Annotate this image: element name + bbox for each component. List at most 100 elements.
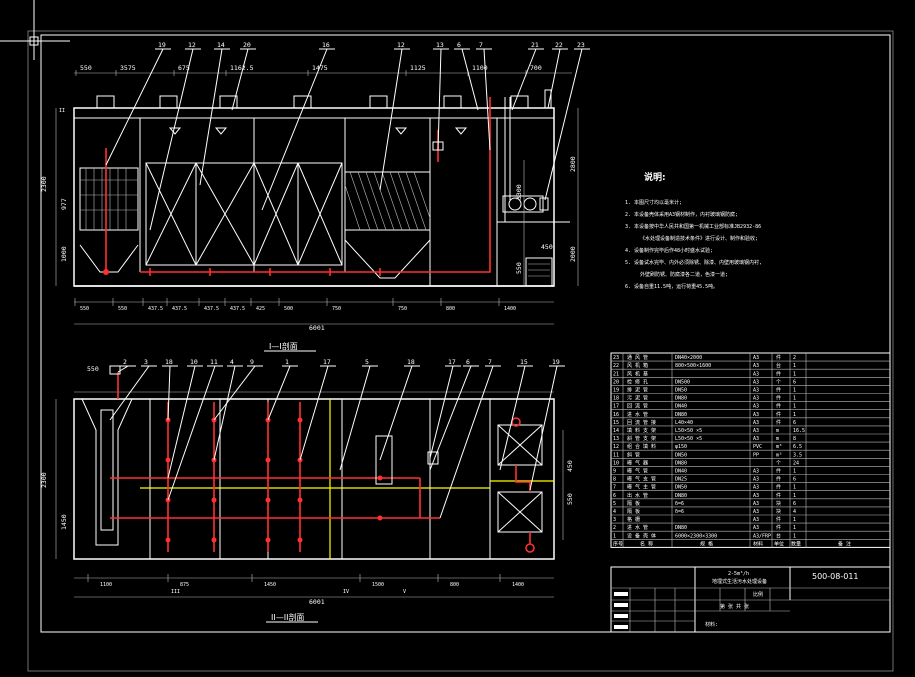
bom-row-number: 5 <box>613 501 616 507</box>
plan-callout-label: 4 <box>230 358 234 366</box>
bom-row-name: 填 料 支 架 <box>627 427 656 434</box>
bom-row-material: A3 <box>753 493 759 499</box>
bom-header-name: 名 称 <box>640 540 653 547</box>
overall-dim-2: 6001 <box>309 598 325 606</box>
bom-row-name: 设 备 壳 体 <box>627 532 656 539</box>
plan-callout-label: 5 <box>365 358 369 366</box>
plan-callout-label: 15 <box>520 358 528 366</box>
bom-row-unit: 件 <box>776 387 781 394</box>
material-label: 材料: <box>705 621 718 628</box>
callout-label: 20 <box>243 41 251 49</box>
bom-row-name: 斜 管 <box>627 451 640 458</box>
bottom-dimension: 750 <box>398 306 407 312</box>
top-dimension: 1475 <box>312 64 328 72</box>
bottom-dimension: 437.5 <box>204 306 219 312</box>
bom-row-quantity: 6 <box>793 477 796 483</box>
notes-title: 说明: <box>644 171 666 183</box>
callout-leader <box>267 365 291 421</box>
bom-row-name: 斜 管 支 架 <box>627 435 656 442</box>
bom-row-quantity: 1 <box>793 404 796 410</box>
bom-row-number: 14 <box>613 428 619 434</box>
bom-row-material: A3 <box>753 379 759 385</box>
callout-leader <box>429 365 472 471</box>
callout-leader <box>213 365 236 461</box>
bom-row-name: 隔 板 <box>627 500 640 507</box>
plan-bottom-dimension: 800 <box>450 582 459 588</box>
bom-row-quantity: 3.5 <box>793 452 802 458</box>
roman-bottom-3: V <box>403 589 406 595</box>
note-line: 4. 设备制作完毕后作48小时盛水试验; <box>625 247 713 254</box>
roman-top: II <box>59 108 65 114</box>
callout-leader <box>529 365 558 491</box>
callout-leader <box>199 48 223 186</box>
plan-bottom-dimension: 1100 <box>100 582 112 588</box>
callout-leader <box>547 48 561 109</box>
plan-callout-label: 2 <box>123 358 127 366</box>
bom-row-spec: δ=6 <box>675 509 684 515</box>
plan-callout-label: 6 <box>466 358 470 366</box>
callout-label: 21 <box>531 41 539 49</box>
outer-frame <box>27 30 894 672</box>
callout-leader <box>429 365 454 459</box>
plan-bottom-dimension: 875 <box>180 582 189 588</box>
top-dimension: 675 <box>178 64 190 72</box>
bom-row-number: 19 <box>613 388 619 394</box>
callout-leader <box>117 365 129 373</box>
callout-label: 12 <box>397 41 405 49</box>
callout-leader <box>544 48 583 201</box>
bom-row-number: 3 <box>613 517 616 523</box>
plan-callout-label: 18 <box>165 358 173 366</box>
callout-leader <box>167 365 216 501</box>
plan-callout-label: 10 <box>190 358 198 366</box>
bom-row-quantity: 6.5 <box>793 444 802 450</box>
bom-row-name: 通 风 管 <box>627 354 648 361</box>
note-line: 3. 本设备按中华人民共和国第一机械工业部标准JB2932-86 <box>625 223 761 230</box>
bom-row-name: 污 泥 管 <box>627 395 648 402</box>
plan-callout-label: 7 <box>488 358 492 366</box>
bottom-dimension: 1400 <box>504 306 516 312</box>
bom-header-spec: 规 格 <box>700 540 713 547</box>
bom-row-quantity: 1 <box>793 371 796 377</box>
bom-row-unit: 件 <box>776 492 781 499</box>
bom-row-spec: DN500 <box>675 379 690 385</box>
side-dim-right-1: 2800 <box>569 156 577 172</box>
bottom-dimension: 550 <box>118 306 127 312</box>
bom-row-spec: L50×50 ×5 <box>675 428 702 434</box>
bom-row-unit: 个 <box>776 460 781 466</box>
bom-row-quantity: 1 <box>793 396 796 402</box>
bom-row-unit: 件 <box>776 468 781 475</box>
note-line: 5. 设备试水完毕、内外必须除锈、除漆、内壁用玻璃钢内衬, <box>625 259 762 266</box>
bom-row-spec: DN80 <box>675 493 687 499</box>
bom-row-spec: DN40 <box>675 404 687 410</box>
bom-row-unit: m <box>776 436 779 442</box>
bom-row-number: 8 <box>613 477 616 483</box>
bom-header-note: 备 注 <box>838 540 851 547</box>
inner-frame <box>40 34 891 633</box>
callout-leader <box>261 48 328 211</box>
bom-row-quantity: 6 <box>793 379 796 385</box>
bom-row-number: 7 <box>613 485 616 491</box>
top-dimension: 700 <box>530 64 542 72</box>
bom-row-number: 9 <box>613 469 616 475</box>
scale-label: 比例 <box>753 591 763 598</box>
bom-row-spec: φ150 <box>675 444 687 450</box>
callout-leader <box>231 48 249 111</box>
bom-row-unit: 个 <box>776 379 781 385</box>
bom-row-name: 曝 气 支 管 <box>627 476 656 483</box>
bom-row-spec: δ=6 <box>675 501 684 507</box>
bom-row-material: A3 <box>753 501 759 507</box>
bom-row-material: A3 <box>753 525 759 531</box>
callout-label: 13 <box>436 41 444 49</box>
bom-row-material: A3 <box>753 436 759 442</box>
bom-header-quantity: 数量 <box>791 540 801 547</box>
top-dimension: 1100 <box>472 64 488 72</box>
bom-row-number: 18 <box>613 396 619 402</box>
bom-row-number: 23 <box>613 355 619 361</box>
sheet-label: 第 张 共 张 <box>720 603 749 610</box>
project-label: 2-5m³/h <box>728 571 749 577</box>
bom-header-number: 序号 <box>613 540 623 547</box>
bom-row-name: 组 合 填 料 <box>627 443 656 450</box>
